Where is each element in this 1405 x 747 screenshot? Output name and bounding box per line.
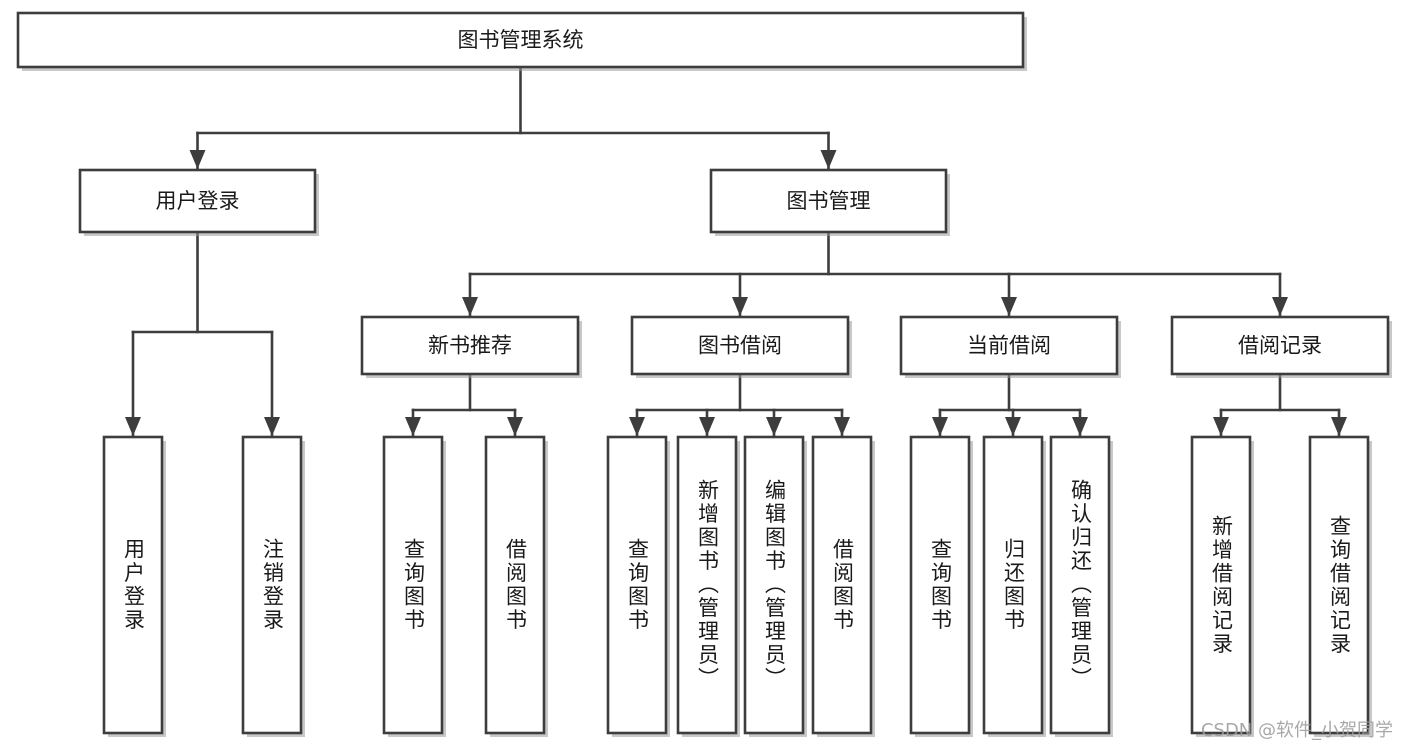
node-layer: [16, 11, 1392, 737]
arrow-head-icon: [507, 417, 523, 436]
node-book-manage-label: 图书管理: [787, 189, 871, 213]
node-borrow-record-label: 借阅记录: [1238, 334, 1322, 358]
arrow-head-icon: [125, 417, 141, 436]
connector-layer: [125, 65, 1347, 437]
arrow-head-icon: [820, 150, 837, 169]
node-root-label: 图书管理系统: [458, 28, 584, 52]
node-current-borrow-label: 当前借阅: [967, 334, 1051, 358]
node-leaf-return-book[interactable]: [982, 435, 1044, 735]
node-user-login-label: 用户登录: [156, 189, 240, 213]
arrow-head-icon: [189, 150, 206, 169]
arrow-head-icon: [1072, 417, 1088, 436]
node-book-borrow[interactable]: [630, 315, 850, 376]
node-leaf-query-record[interactable]: [1308, 435, 1370, 735]
node-leaf-query-book-2[interactable]: [606, 435, 668, 735]
node-leaf-user-logout[interactable]: [241, 435, 303, 735]
arrow-head-icon: [732, 297, 748, 316]
arrow-head-icon: [405, 417, 421, 436]
node-leaf-query-book-1[interactable]: [382, 435, 444, 735]
node-borrow-record[interactable]: [1170, 315, 1390, 376]
arrow-head-icon: [264, 417, 280, 436]
arrow-head-icon: [699, 417, 715, 436]
arrow-head-icon: [834, 417, 850, 436]
watermark: CSDN @软件_小贺同学: [1200, 720, 1393, 741]
arrow-head-icon: [1331, 417, 1347, 436]
arrow-head-icon: [1001, 297, 1017, 316]
node-new-book-rec[interactable]: [360, 315, 580, 376]
node-current-borrow[interactable]: [899, 315, 1119, 376]
node-book-manage[interactable]: [709, 168, 948, 234]
node-leaf-borrow-book-1[interactable]: [484, 435, 546, 735]
arrow-head-icon: [766, 417, 782, 436]
node-leaf-add-record[interactable]: [1190, 435, 1252, 735]
arrow-head-icon: [462, 297, 478, 316]
arrow-head-icon: [1272, 297, 1288, 316]
arrow-head-icon: [932, 417, 948, 436]
node-new-book-rec-label: 新书推荐: [428, 334, 512, 358]
node-user-login[interactable]: [78, 168, 317, 234]
node-leaf-user-login[interactable]: [102, 435, 164, 735]
arrow-head-icon: [629, 417, 645, 436]
arrow-head-icon: [1005, 417, 1021, 436]
node-leaf-borrow-book-2[interactable]: [811, 435, 873, 735]
node-leaf-query-book-3[interactable]: [909, 435, 971, 735]
node-leaf-add-book[interactable]: [676, 435, 738, 735]
node-leaf-confirm-ret[interactable]: [1049, 435, 1111, 735]
node-root[interactable]: [16, 11, 1025, 69]
node-leaf-edit-book[interactable]: [743, 435, 805, 735]
arrow-head-icon: [1213, 417, 1229, 436]
node-book-borrow-label: 图书借阅: [698, 334, 782, 358]
